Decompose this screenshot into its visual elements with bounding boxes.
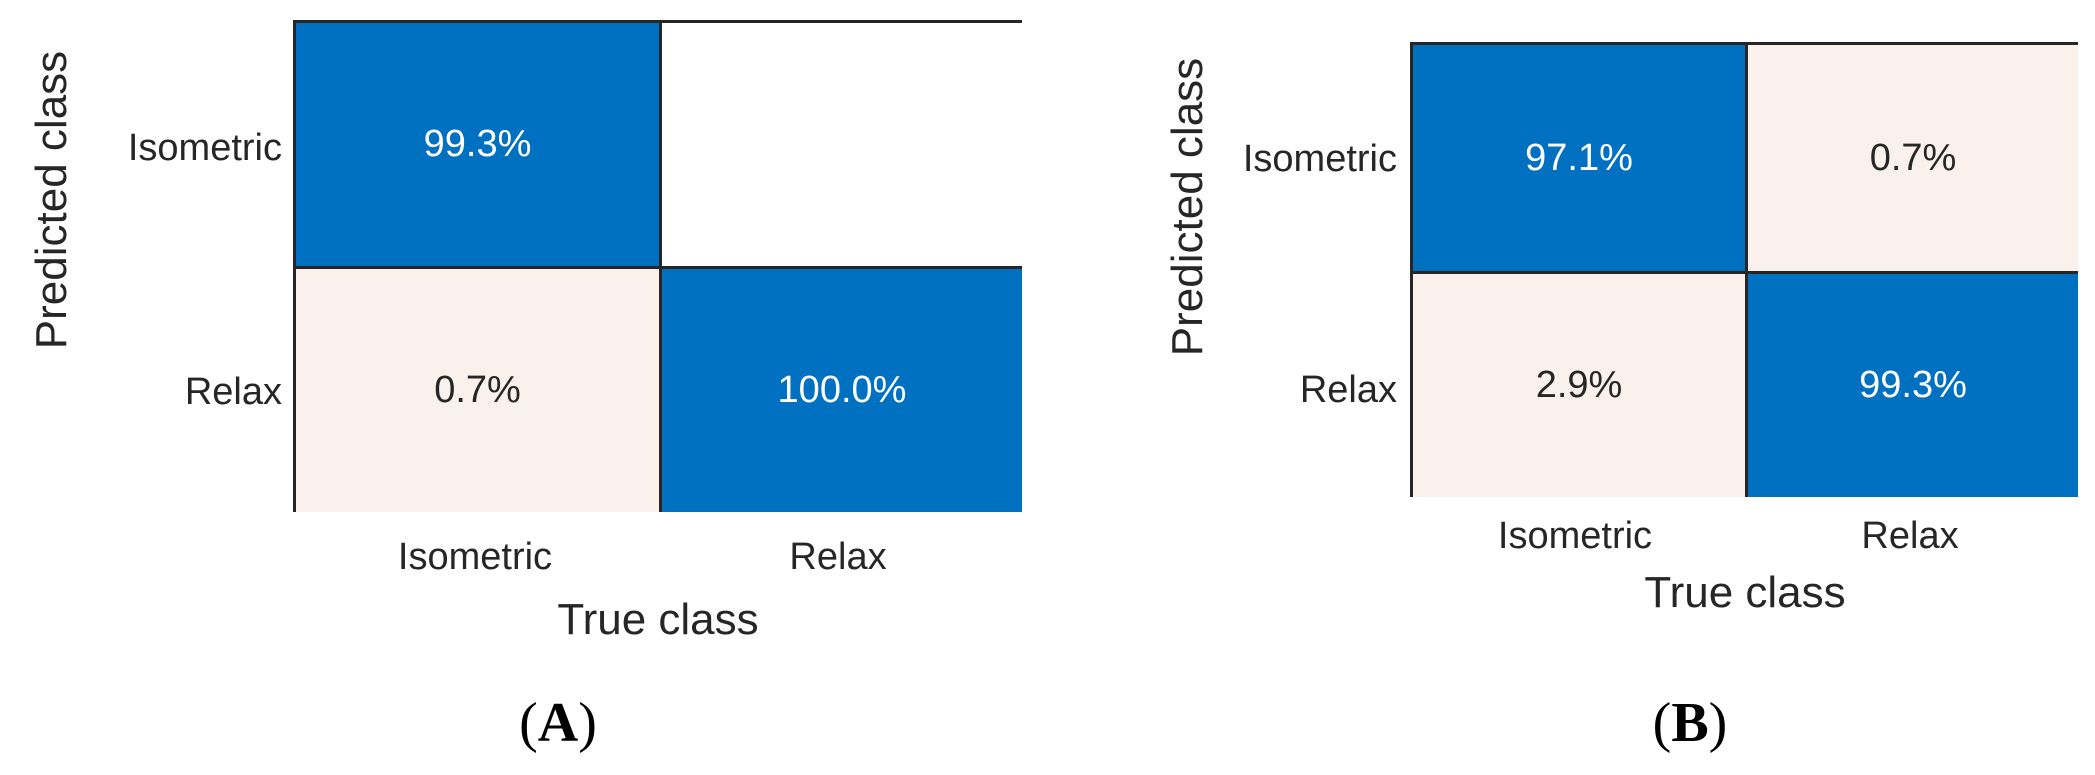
- panel-letter-a: A: [537, 692, 579, 754]
- panel-caption-a: (A): [519, 692, 597, 754]
- confusion-matrix-b: 97.1% 0.7% 2.9% 99.3%: [1410, 42, 2078, 497]
- cell-value: 97.1%: [1525, 136, 1633, 179]
- cell-b-0-0: 97.1%: [1413, 45, 1745, 271]
- row-label-b-relax: Relax: [1299, 369, 1397, 411]
- row-label-a-isometric: Isometric: [127, 127, 282, 169]
- confusion-matrix-a: 99.3% 0.7% 100.0%: [293, 20, 1022, 512]
- cell-value: 100.0%: [777, 369, 907, 411]
- panel-caption-b: (B): [1652, 692, 1728, 754]
- x-axis-label-a: True class: [557, 595, 759, 644]
- cell-value: 0.7%: [1869, 136, 1957, 179]
- cell-value: 99.3%: [1859, 364, 1967, 406]
- y-axis-label-a: Predicted class: [27, 50, 76, 350]
- col-label-a-relax: Relax: [789, 536, 887, 578]
- cell-b-1-1: 99.3%: [1745, 271, 2078, 497]
- col-label-b-relax: Relax: [1861, 515, 1959, 557]
- cell-value: 2.9%: [1535, 364, 1623, 406]
- cell-a-0-1: [659, 23, 1022, 266]
- cell-a-1-1: 100.0%: [659, 266, 1022, 512]
- x-axis-label-b: True class: [1644, 568, 1846, 617]
- cell-value: 0.7%: [434, 369, 521, 411]
- cell-a-1-0: 0.7%: [296, 266, 659, 512]
- cell-a-0-0: 99.3%: [296, 23, 659, 266]
- col-label-b-isometric: Isometric: [1497, 515, 1653, 557]
- cell-b-1-0: 2.9%: [1413, 271, 1745, 497]
- y-axis-label-b: Predicted class: [1163, 57, 1212, 357]
- row-label-b-isometric: Isometric: [1242, 138, 1397, 180]
- panel-letter-b: B: [1671, 692, 1709, 754]
- col-label-a-isometric: Isometric: [397, 536, 553, 578]
- cell-b-0-1: 0.7%: [1745, 45, 2078, 271]
- row-label-a-relax: Relax: [184, 371, 282, 413]
- cell-value: 99.3%: [423, 123, 532, 165]
